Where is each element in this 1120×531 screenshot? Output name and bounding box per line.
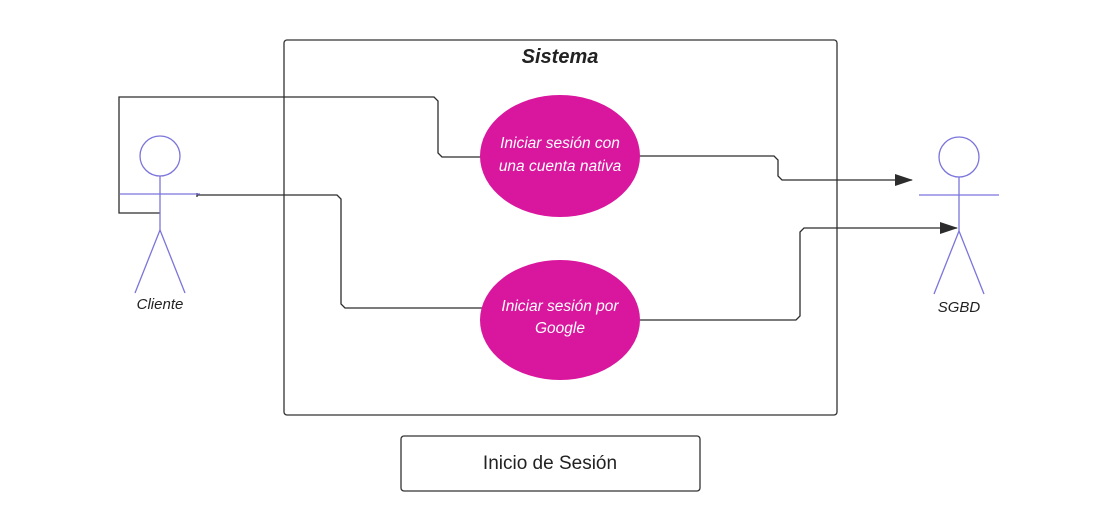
system-title: Sistema [522,46,599,68]
actor-cliente-left-leg [134,229,161,294]
actor-cliente-label: Cliente [137,296,184,313]
actor-sgbd[interactable] [919,136,999,295]
caption-text: Inicio de Sesión [483,453,617,474]
usecase-google-label-line2: Google [535,320,585,337]
actor-cliente-head [139,135,181,177]
connector-usecase-google-sgbd [640,222,958,321]
connector-cliente-usecase-google [197,194,482,309]
usecase-google-ellipse [480,260,640,380]
actor-cliente-right-leg [159,229,186,294]
actor-cliente[interactable] [120,135,200,294]
connector-cliente-usecase-native [118,96,481,214]
actor-sgbd-right-leg [958,230,985,295]
actor-sgbd-label: SGBD [938,299,981,316]
usecase-native-label-line1: Iniciar sesión con [500,135,620,152]
usecase-google[interactable]: Iniciar sesión por Google [480,260,640,380]
usecase-native-account[interactable]: Iniciar sesión con una cuenta nativa [480,95,640,217]
usecase-native-ellipse [480,95,640,217]
actor-sgbd-head [938,136,980,178]
caption-box [400,435,701,492]
usecase-google-label-line1: Iniciar sesión por [501,298,619,315]
connector-usecase-native-sgbd [640,155,913,186]
actor-sgbd-left-leg [933,230,960,295]
usecase-native-label-line2: una cuenta nativa [499,158,622,175]
